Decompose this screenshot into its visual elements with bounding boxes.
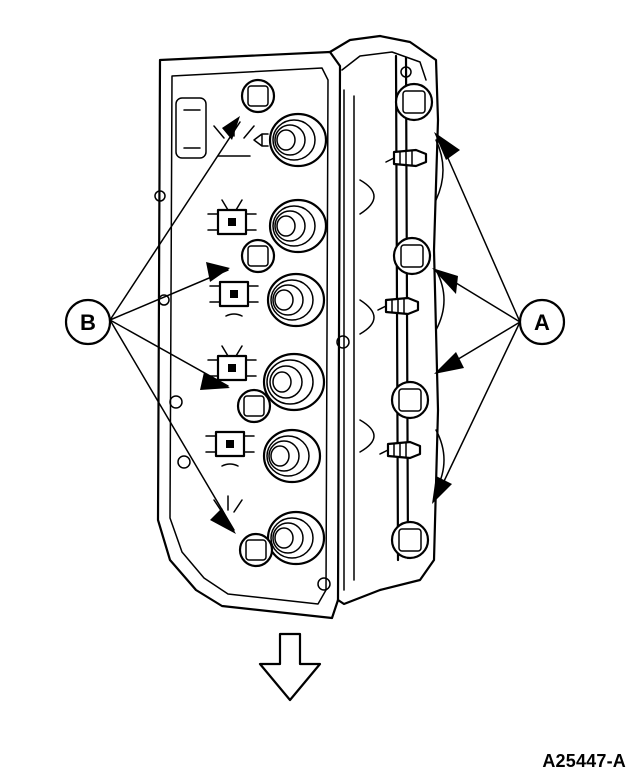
bolt-icon <box>392 236 432 276</box>
leader-arrowhead <box>432 476 452 504</box>
valve-spring-icon <box>266 510 326 566</box>
spark-plug-icon <box>385 148 428 168</box>
bolt-icon <box>240 78 276 114</box>
leader-arrowhead <box>434 132 460 160</box>
valve-springs <box>253 112 328 566</box>
front-direction-arrow-icon <box>258 632 322 702</box>
bolt-icon <box>236 388 272 424</box>
spark-plugs <box>377 148 428 460</box>
leader-arrowhead <box>222 116 240 140</box>
valve-spring-icon <box>262 428 322 484</box>
bolt-icon <box>390 520 430 560</box>
figure-id: A25447-A <box>542 751 626 771</box>
leader-arrowhead <box>206 262 230 282</box>
callout-a: A <box>432 132 566 504</box>
bolt-icon <box>240 238 276 274</box>
valve-spring-icon <box>253 112 328 168</box>
valve-spring-icon <box>262 352 326 412</box>
leader-arrowhead <box>432 268 458 294</box>
callout-b: B <box>64 116 241 534</box>
leader-arrowhead <box>210 508 236 534</box>
callout-b-label: B <box>80 310 96 335</box>
spark-plug-icon <box>377 296 420 316</box>
callout-a-circle <box>518 298 566 346</box>
callout-a-label: A <box>534 310 550 335</box>
leader-arrowhead <box>434 352 464 374</box>
right-bolts <box>390 82 434 560</box>
valve-spring-icon <box>266 272 326 328</box>
bolt-icon <box>238 532 274 568</box>
bolt-icon <box>394 82 434 122</box>
rocker-pedestals <box>205 121 259 513</box>
valve-spring-icon <box>268 198 328 254</box>
leader-arrowhead <box>200 372 230 390</box>
left-bolts <box>236 78 276 568</box>
callout-b-circle <box>64 298 112 346</box>
bolt-icon <box>390 380 430 420</box>
spark-plug-icon <box>379 440 422 460</box>
